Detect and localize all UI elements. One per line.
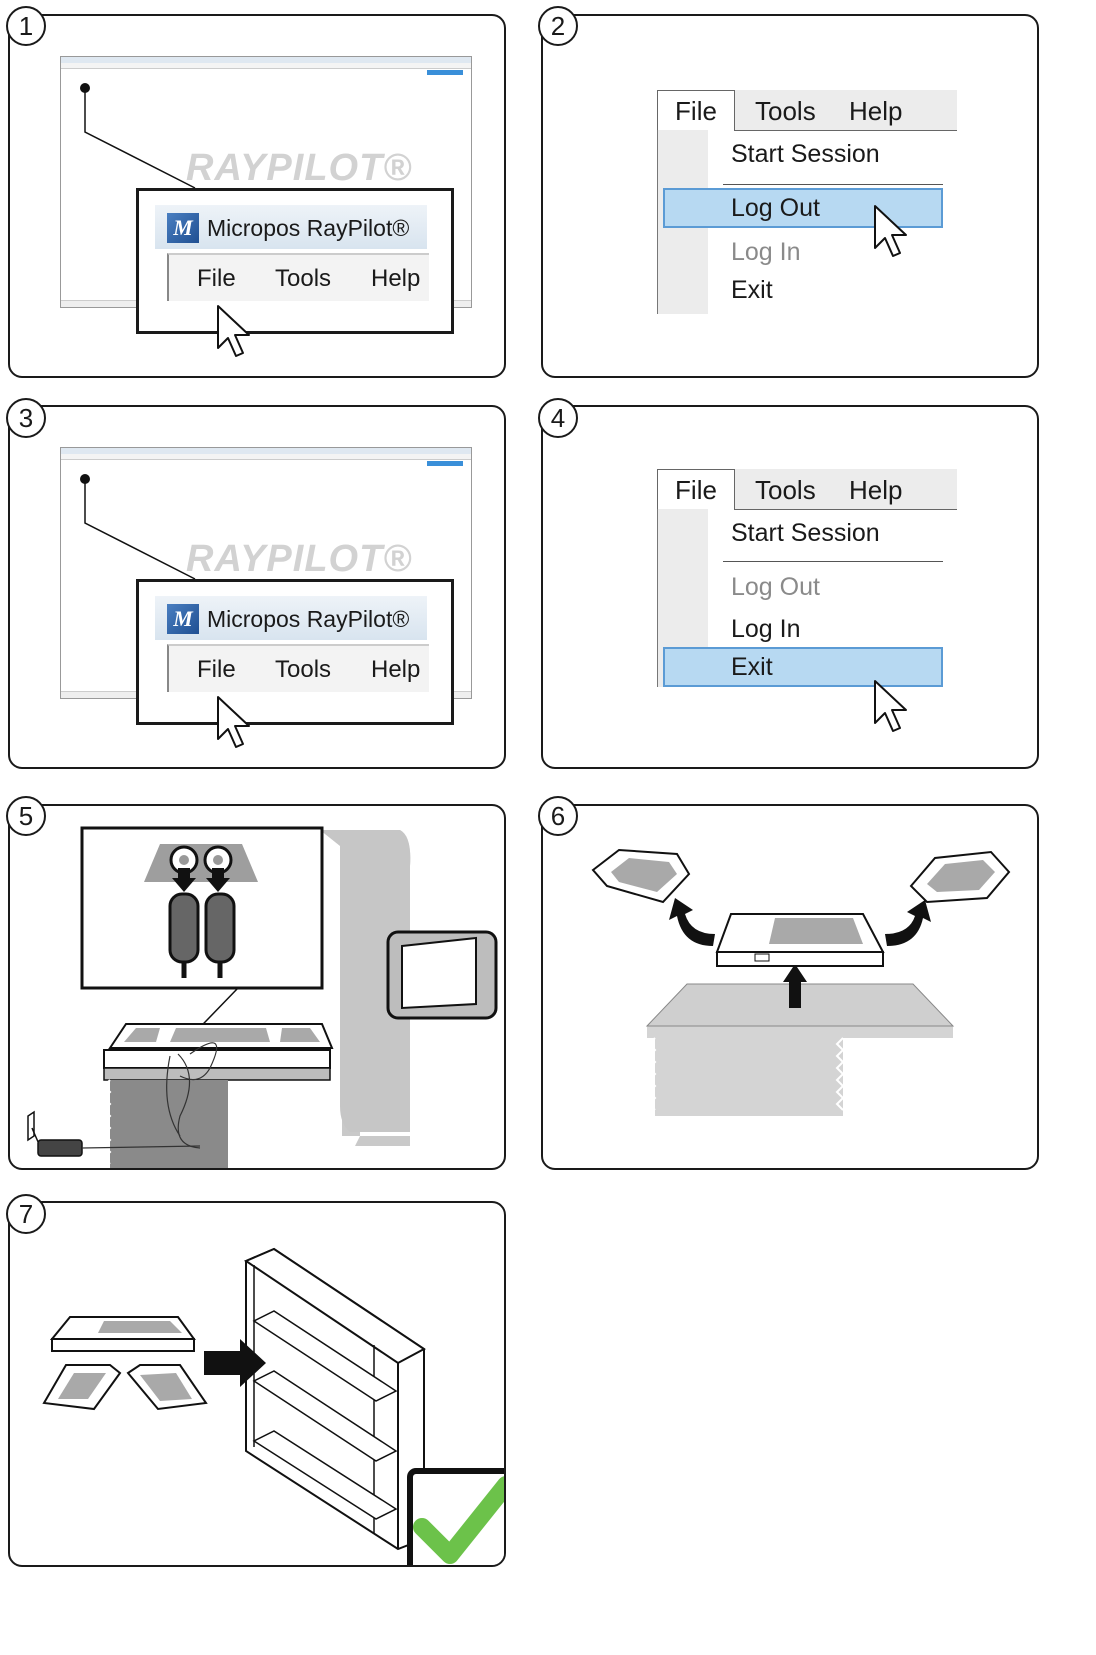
menu-separator (723, 561, 943, 562)
menu-item-log-in[interactable]: Log In (731, 615, 801, 643)
mouse-cursor-icon (874, 205, 907, 257)
menu-tools[interactable]: Tools (755, 475, 816, 505)
menu-file[interactable]: File (197, 656, 236, 683)
window-titlebar: M Micropos RayPilot® (155, 596, 427, 640)
step-panel-4: File Tools Help Start Session Log Out Lo… (541, 405, 1039, 769)
menu-help[interactable]: Help (371, 656, 421, 683)
raypilot-watermark: RAYPILOT® (186, 538, 413, 580)
step-panel-5 (8, 804, 506, 1170)
menu-item-log-out[interactable]: Log Out (731, 194, 820, 222)
callout-leader-line (80, 83, 196, 189)
step-number-7: 7 (6, 1194, 46, 1234)
step-panel-7 (8, 1201, 506, 1567)
menu-item-start-session[interactable]: Start Session (731, 519, 880, 547)
store-device-illustration (42, 1247, 504, 1565)
step-number-6: 6 (538, 796, 578, 836)
menubar: File Tools Help (167, 253, 429, 301)
window-titlebar: M Micropos RayPilot® (155, 205, 427, 249)
menu-file[interactable]: File (657, 469, 735, 510)
menu-tools[interactable]: Tools (755, 96, 816, 126)
menu-item-log-in[interactable]: Log In (731, 238, 801, 266)
window-title: Micropos RayPilot® (207, 215, 410, 241)
menu-help[interactable]: Help (371, 265, 421, 292)
file-menu-dropdown: File Tools Help Start Session Log Out Lo… (657, 90, 957, 320)
file-menu-dropdown: File Tools Help Start Session Log Out Lo… (657, 469, 957, 699)
callout-leader-line (80, 474, 196, 580)
raypilot-watermark: RAYPILOT® (186, 147, 413, 189)
menubar: File Tools Help (657, 90, 957, 131)
menu-file[interactable]: File (657, 90, 735, 131)
disconnect-cables-illustration (27, 826, 498, 1168)
step-panel-6 (541, 804, 1039, 1170)
mouse-cursor-icon (217, 305, 250, 357)
menu-separator (723, 184, 943, 185)
micropos-logo-icon: M (167, 213, 199, 243)
step-panel-1: RAYPILOT® M Micropos RayPilot® File Tool… (8, 14, 506, 378)
step-panel-3: RAYPILOT® M Micropos RayPilot® File Tool… (8, 405, 506, 769)
step-number-1: 1 (6, 6, 46, 46)
menu-help[interactable]: Help (849, 475, 903, 505)
menu-help[interactable]: Help (849, 96, 903, 126)
menu-item-exit[interactable]: Exit (731, 276, 773, 304)
menu-item-log-out[interactable]: Log Out (731, 573, 820, 601)
menu-file[interactable]: File (197, 265, 236, 292)
menubar: File Tools Help (167, 644, 429, 692)
step-panel-2: File Tools Help Start Session Log Out Lo… (541, 14, 1039, 378)
remove-covers-illustration (591, 848, 1011, 1116)
step-number-3: 3 (6, 398, 46, 438)
menu-callout: M Micropos RayPilot® File Tools Help (136, 579, 454, 725)
step-number-2: 2 (538, 6, 578, 46)
mouse-cursor-icon (874, 680, 907, 732)
menu-callout: M Micropos RayPilot® File Tools Help (136, 188, 454, 334)
step-number-4: 4 (538, 398, 578, 438)
step-number-5: 5 (6, 796, 46, 836)
window-title: Micropos RayPilot® (207, 606, 410, 632)
menubar: File Tools Help (657, 469, 957, 510)
menu-item-start-session[interactable]: Start Session (731, 140, 880, 168)
menu-item-exit[interactable]: Exit (731, 653, 773, 681)
menu-highlight (663, 647, 943, 687)
menu-tools[interactable]: Tools (275, 656, 332, 683)
mouse-cursor-icon (217, 696, 250, 748)
menu-tools[interactable]: Tools (275, 265, 332, 292)
micropos-logo-icon: M (167, 604, 199, 634)
menu-highlight (663, 188, 943, 228)
